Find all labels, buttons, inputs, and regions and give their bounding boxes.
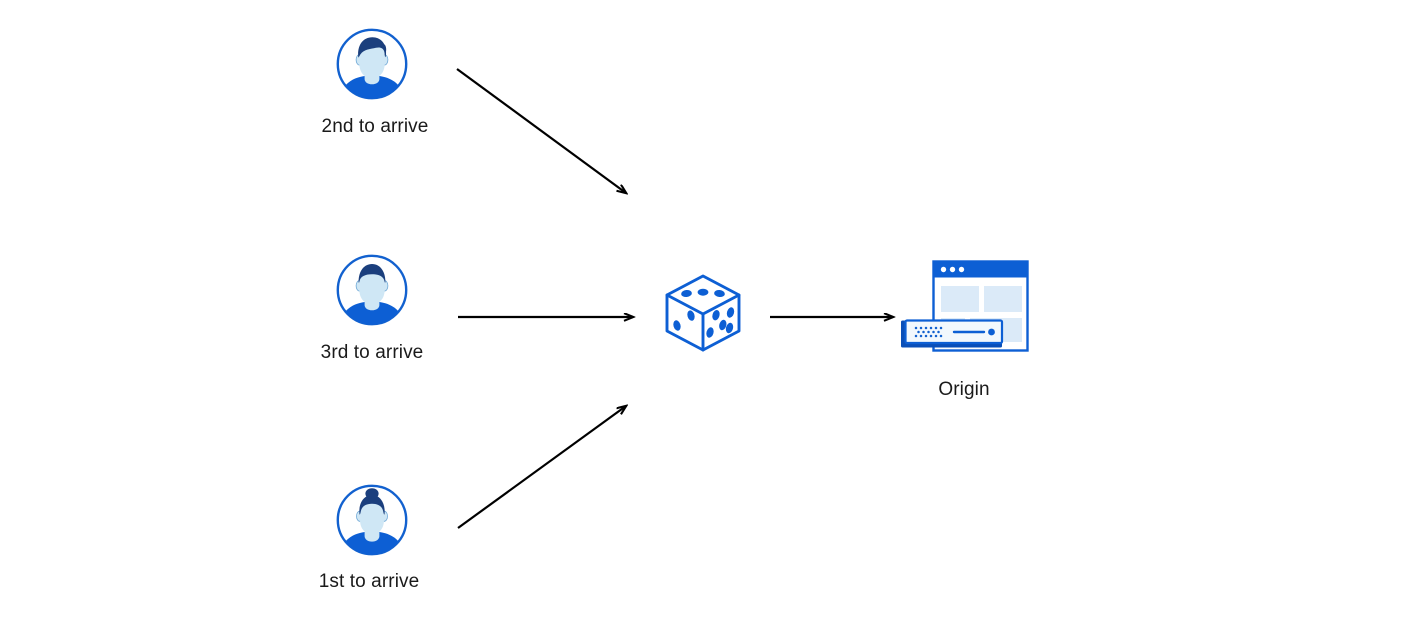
client-label: 3rd to arrive: [320, 342, 424, 363]
user-avatar-icon: [334, 252, 410, 328]
client-label: 2nd to arrive: [321, 116, 429, 137]
server-device-icon: [901, 319, 1004, 348]
client-label: 1st to arrive: [318, 571, 420, 592]
origin-server-icon: [896, 258, 1032, 356]
user-avatar-icon: [334, 482, 410, 558]
user-avatar-icon: [334, 26, 410, 102]
origin-label: Origin: [938, 379, 990, 400]
dice-icon: [660, 270, 746, 356]
arrow-client-1st-to-dice: [457, 406, 626, 529]
